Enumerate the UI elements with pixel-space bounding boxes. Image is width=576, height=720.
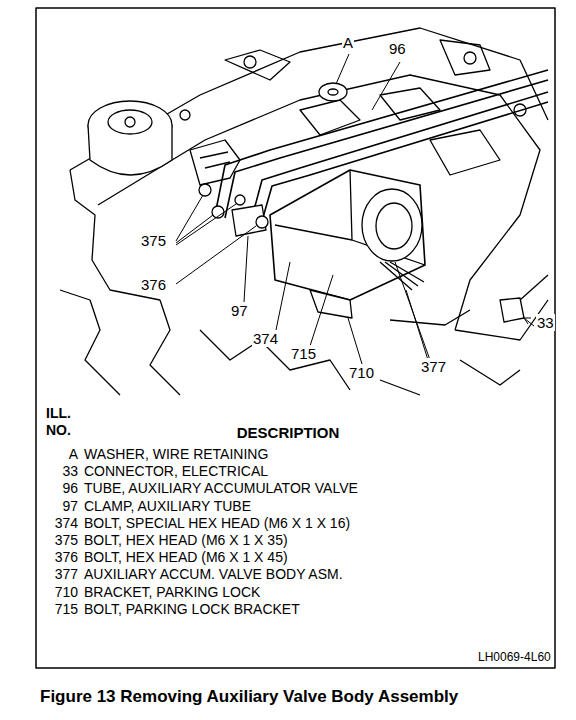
table-description: CONNECTOR, ELECTRICAL <box>84 463 268 479</box>
callout-number: 97 <box>230 302 249 319</box>
table-description: BRACKET, PARKING LOCK <box>84 584 260 600</box>
transmission-case <box>60 28 548 395</box>
table-description: WASHER, WIRE RETAINING <box>84 446 268 462</box>
table-ill-no: 376 <box>40 549 78 565</box>
electrical-connector <box>500 298 524 322</box>
callout-number: 710 <box>348 364 375 381</box>
figure-code: LH0069-4L60 <box>478 651 551 665</box>
table-description: AUXILIARY ACCUM. VALVE BODY ASM. <box>84 566 343 582</box>
table-description: BOLT, SPECIAL HEX HEAD (M6 X 1 X 16) <box>84 515 350 531</box>
callout-number: A <box>342 34 354 51</box>
figure-frame <box>36 8 555 668</box>
table-ill-no: 97 <box>40 498 78 514</box>
table-ill-no: 710 <box>40 584 78 600</box>
table-description: BOLT, HEX HEAD (M6 X 1 X 45) <box>84 549 288 565</box>
table-ill-no: 377 <box>40 566 78 582</box>
callout-number: 377 <box>420 358 447 375</box>
parking-lock-bracket <box>310 290 352 318</box>
figure-caption: Figure 13 Removing Auxiliary Valve Body … <box>40 687 458 707</box>
table-header: ILL. NO. <box>46 405 78 439</box>
callout-number: 376 <box>140 276 167 293</box>
table-ill-no: 33 <box>40 463 78 479</box>
leader-lines <box>176 54 534 364</box>
table-ill-no: 96 <box>40 480 78 496</box>
wire-retaining-washer <box>319 83 347 101</box>
callout-number: 715 <box>290 345 317 362</box>
callout-number: 96 <box>388 40 407 57</box>
table-header: DESCRIPTION <box>0 424 576 441</box>
table-description: BOLT, PARKING LOCK BRACKET <box>84 601 300 617</box>
table-ill-no: 715 <box>40 601 78 617</box>
table-description: BOLT, HEX HEAD (M6 X 1 X 35) <box>84 532 288 548</box>
table-ill-no: 374 <box>40 515 78 531</box>
table-description: CLAMP, AUXILIARY TUBE <box>84 498 251 514</box>
table-ill-no: A <box>40 446 78 462</box>
table-ill-no: 375 <box>40 532 78 548</box>
servo-cover <box>88 101 172 175</box>
callout-number: 374 <box>252 330 279 347</box>
callout-number: 375 <box>140 232 167 249</box>
table-description: TUBE, AUXILIARY ACCUMULATOR VALVE <box>84 480 358 496</box>
callout-number: 33 <box>536 314 555 331</box>
